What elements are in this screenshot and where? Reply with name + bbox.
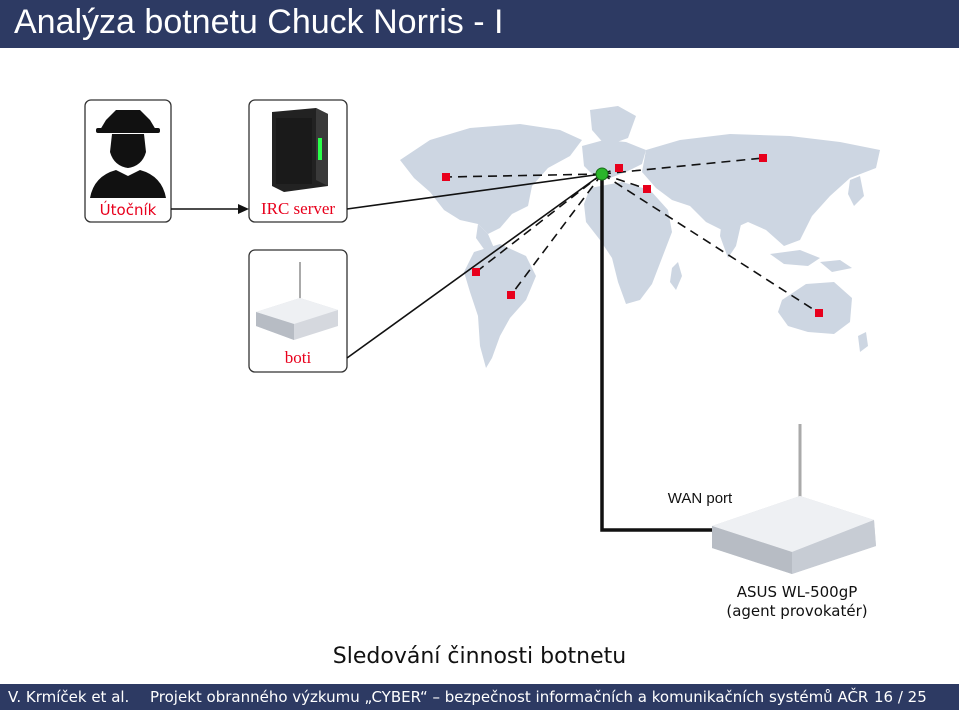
attacker-silhouette-icon: [90, 110, 166, 198]
router-role-label: (agent provokatér): [726, 602, 867, 620]
bot-marker: [643, 185, 651, 193]
world-map: [400, 106, 880, 368]
slide-title: Analýza botnetu Chuck Norris - I: [14, 3, 504, 41]
links: [171, 173, 712, 532]
slide-caption: Sledování činnosti botnetu: [332, 644, 627, 669]
footer-bar: V. Krmíček et al. Projekt obranného výzk…: [0, 684, 959, 710]
server-tower-icon: [272, 108, 328, 192]
bot-router-icon: [256, 262, 338, 340]
attacker-label: Útočník: [100, 200, 157, 219]
router-name-label: ASUS WL-500gP: [737, 583, 858, 601]
arrowhead-irc: [238, 204, 249, 214]
irc-server-node: [248, 99, 348, 223]
asus-router-icon: [712, 424, 876, 574]
bot-marker: [759, 154, 767, 162]
bot-marker: [615, 164, 623, 172]
botnet-diagram: Útočník IRC server boti WAN port ASUS WL…: [84, 99, 880, 620]
link-irc-hub: [346, 173, 603, 210]
irc-server-label: IRC server: [261, 199, 335, 218]
bots-node: [248, 249, 348, 373]
link-hub-wan: [600, 174, 712, 532]
attacker-node: [84, 99, 172, 223]
bot-marker: [442, 173, 450, 181]
hub-marker: [595, 167, 609, 181]
title-bar: Analýza botnetu Chuck Norris - I: [0, 0, 959, 48]
bot-marker: [472, 268, 480, 276]
bot-marker: [815, 309, 823, 317]
footer-project: Projekt obranného výzkumu „CYBER“ – bezp…: [150, 688, 869, 706]
footer-page: 16 / 25: [874, 688, 927, 706]
bot-marker: [507, 291, 515, 299]
link-bots-hub: [346, 173, 603, 359]
footer-authors: V. Krmíček et al.: [8, 688, 130, 706]
bot-markers: [442, 154, 823, 317]
bots-label: boti: [285, 348, 312, 367]
wan-port-label: WAN port: [668, 490, 733, 507]
